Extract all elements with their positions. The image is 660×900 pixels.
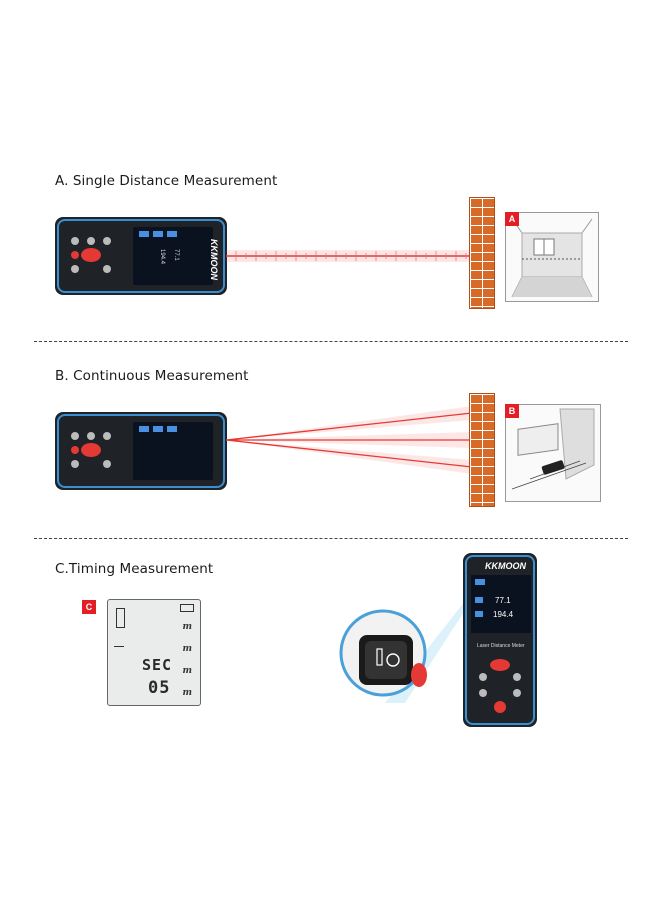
zoom-reading-2: 194.4	[493, 610, 514, 619]
badge-c: C	[82, 600, 96, 614]
room-illustration-single	[505, 212, 599, 302]
section-title-single: A. Single Distance Measurement	[55, 173, 278, 189]
badge-a: A	[505, 212, 519, 226]
timing-zoom-illustration: KKMOON 77.1 194.4 Laser Distance Meter	[339, 553, 537, 727]
lcd-panel: m m SEC m 05 m	[107, 599, 201, 706]
brick-wall-continuous	[469, 393, 495, 507]
lcd-unit-4: m	[182, 688, 192, 698]
timer-icon	[116, 608, 125, 628]
zoom-device-label: Laser Distance Meter	[477, 643, 525, 649]
wall-drawing	[511, 408, 595, 490]
lcd-unit-2: m	[182, 644, 192, 654]
section-divider-1	[34, 341, 628, 342]
badge-b: B	[505, 404, 519, 418]
laser-beam-single	[226, 250, 472, 262]
room-illustration-continuous	[505, 404, 601, 502]
zoom-reading-1: 77.1	[495, 596, 511, 605]
battery-icon	[180, 604, 194, 612]
brick-wall-single	[469, 197, 495, 309]
device-brand: KKMOON	[209, 239, 219, 280]
lcd-unit-3: m	[182, 666, 192, 676]
room-drawing	[511, 218, 593, 298]
device-continuous	[55, 412, 227, 490]
lcd-mode-text: SEC	[142, 656, 173, 674]
lcd-count-text: 05	[148, 678, 171, 698]
lcd-unit-1: m	[182, 622, 192, 632]
device-reading-1: 77.1	[173, 249, 179, 261]
device-single: KKMOON 77.1 194.4	[55, 217, 227, 295]
device-reading-2: 194.4	[159, 249, 165, 265]
section-title-continuous: B. Continuous Measurement	[55, 368, 249, 384]
section-divider-2	[34, 538, 628, 539]
section-title-timing: C.Timing Measurement	[55, 561, 214, 577]
zoom-device-brand: KKMOON	[485, 561, 526, 571]
laser-line-icon	[114, 646, 124, 647]
laser-beams-continuous	[226, 406, 472, 474]
